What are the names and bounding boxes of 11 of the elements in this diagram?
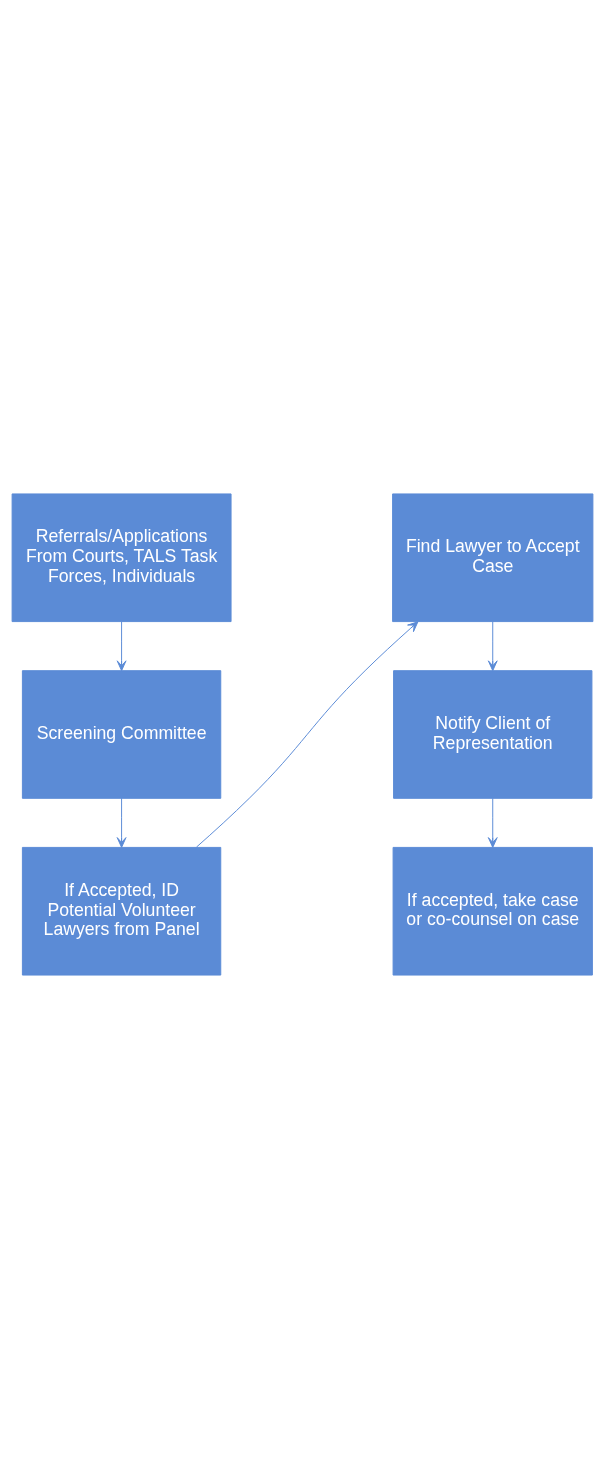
node-box: Notify Client of Representation: [393, 669, 593, 799]
arrow: [487, 797, 498, 848]
node-box: Screening Committee: [21, 669, 222, 799]
arrow: [487, 620, 498, 671]
arrow: [116, 620, 127, 671]
node-box: If accepted, take case or co-counsel on case: [392, 846, 593, 976]
node-box: Find Lawyer to Accept Case: [392, 492, 594, 622]
node-box: Referrals/Applications From Courts, TALS Task Forces, Individuals: [11, 492, 232, 622]
node-box: If Accepted, ID Potential Volunteer Lawyers from Panel: [21, 846, 222, 976]
arrow: [195, 620, 419, 848]
arrow: [116, 797, 127, 848]
